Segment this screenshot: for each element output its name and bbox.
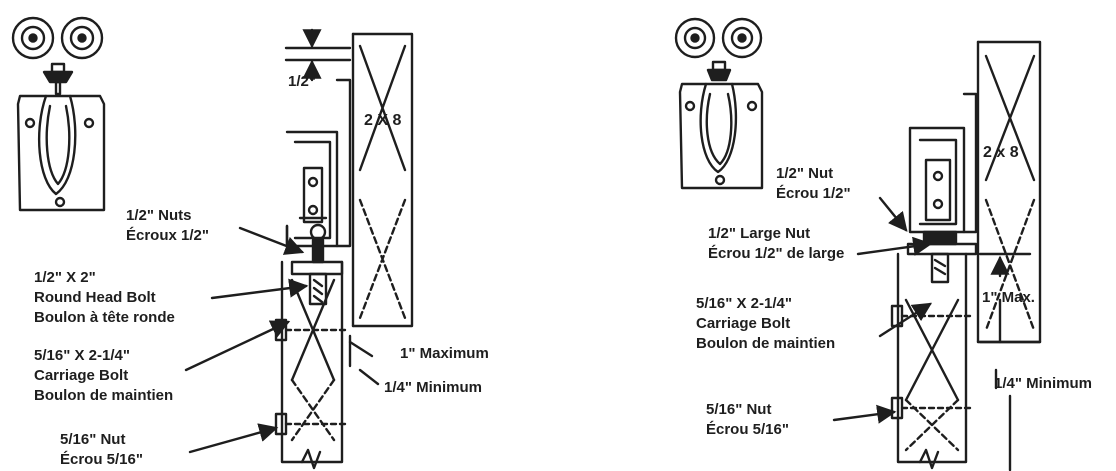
left-trolley-drawing [11,16,106,212]
left-top-gap-dimension: 1/2" [288,73,316,90]
left-nuts-label: 1/2" Nuts Écroux 1/2" [126,206,209,246]
right-nut-name-fr: Écrou 1/2" [776,185,851,202]
left-bolt-name-en: Round Head Bolt [34,289,156,306]
left-hanger-drawing [274,223,350,470]
left-beam-label: 2 X 8 [364,112,401,129]
right-leader-lines [832,196,933,424]
right-small-nut-label: 5/16" Nut Écrou 5/16" [706,400,789,440]
right-carriage-size: 5/16" X 2-1/4" [696,295,792,312]
right-bracket-drawing [908,92,978,234]
right-large-nut-label: 1/2" Large Nut Écrou 1/2" de large [708,224,844,264]
right-min-dimension: 1/4" Minimum [994,375,1092,392]
right-carriage-bolt-label: 5/16" X 2-1/4" Carriage Bolt Boulon de m… [696,294,835,354]
left-dimension-lines [284,28,380,386]
left-nut-label: 5/16" Nut Écrou 5/16" [60,430,143,470]
left-carriage-size: 5/16" X 2-1/4" [34,347,130,364]
right-max-dimension: 1" Max. [982,289,1035,306]
left-carriage-name-en: Carriage Bolt [34,367,129,384]
left-leader-lines [184,226,309,454]
right-carriage-name-fr: Boulon de maintien [696,335,836,352]
left-carriage-bolt-label: 5/16" X 2-1/4" Carriage Bolt Boulon de m… [34,346,173,406]
left-bolt-size: 1/2" X 2" [34,269,96,286]
left-bolt-name-fr: Boulon à tête ronde [34,309,175,326]
right-dimension-lines [978,252,1042,471]
right-nut-size: 1/2" Nut [776,165,834,182]
left-max-dimension: 1" Maximum [400,345,489,362]
right-beam-label: 2 x 8 [983,144,1019,161]
left-nuts-label-en: 1/2" Nuts [126,207,192,224]
right-small-nut-name-fr: Écrou 5/16" [706,421,789,438]
right-large-nut-name-fr: Écrou 1/2" de large [708,245,845,262]
right-hanger-drawing [890,230,978,470]
left-min-dimension: 1/4" Minimum [384,379,482,396]
left-beam-drawing [351,32,414,328]
right-carriage-name-en: Carriage Bolt [696,315,791,332]
left-nuts-label-fr: Écroux 1/2" [126,227,209,244]
left-carriage-name-fr: Boulon de maintien [34,387,174,404]
right-trolley-drawing [674,17,764,190]
right-large-nut-size: 1/2" Large Nut [708,225,811,242]
right-nut-label: 1/2" Nut Écrou 1/2" [776,164,851,204]
right-small-nut-size: 5/16" Nut [706,401,772,418]
left-nut-size: 5/16" Nut [60,431,126,448]
left-nut-name-fr: Écrou 5/16" [60,451,143,468]
left-bracket-drawing [285,78,352,248]
left-round-head-bolt-label: 1/2" X 2" Round Head Bolt Boulon à tête … [34,268,175,328]
